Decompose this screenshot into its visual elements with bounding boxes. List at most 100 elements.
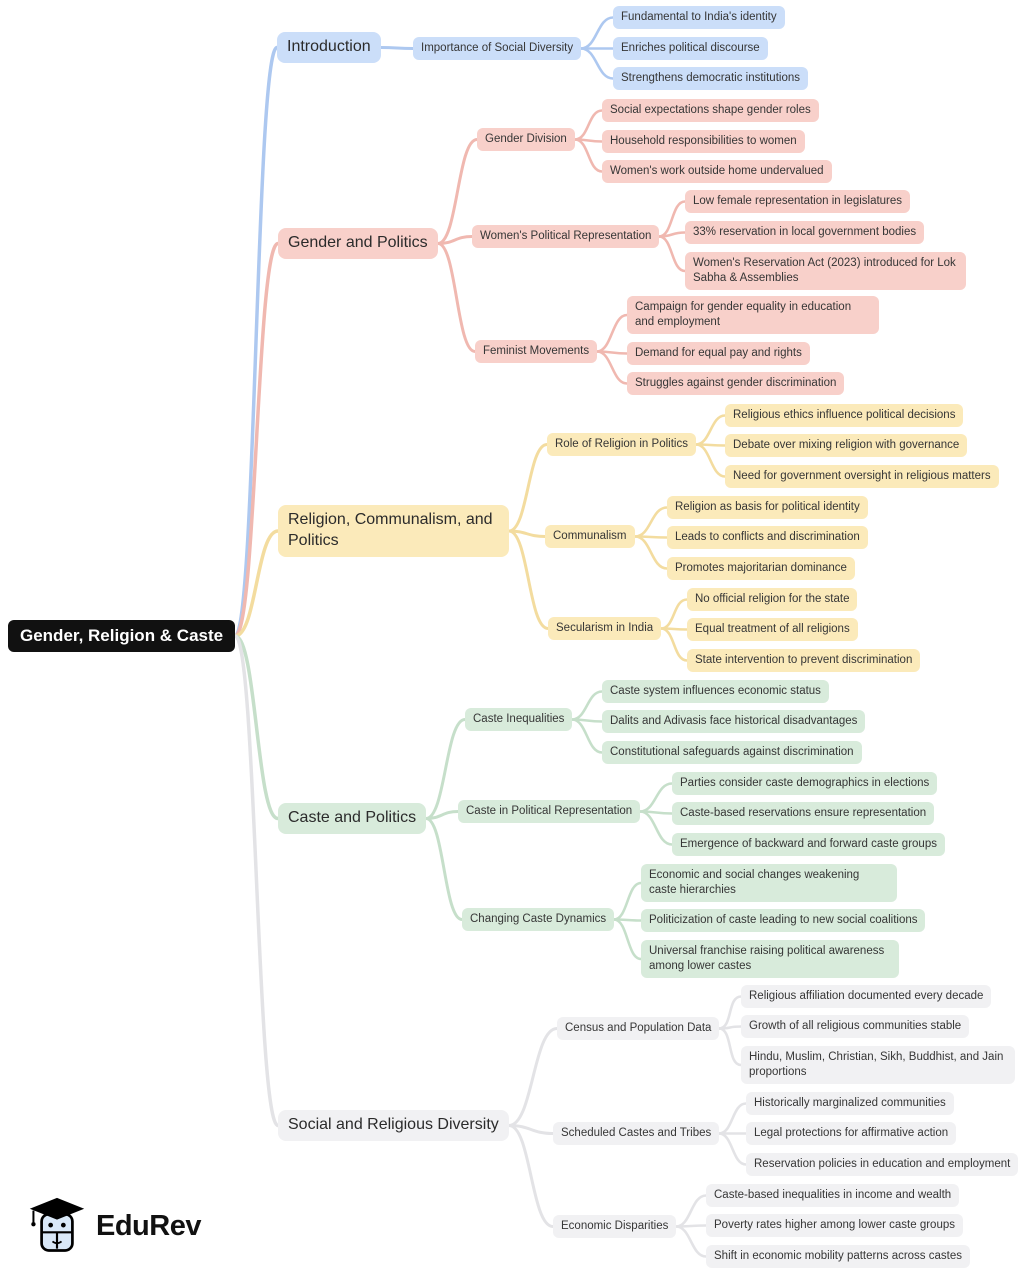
connector-line xyxy=(436,138,479,245)
connector-line xyxy=(379,46,415,50)
leaf-node: Fundamental to India's identity xyxy=(613,6,785,29)
leaf-node: Parties consider caste demographics in e… xyxy=(672,772,938,795)
edurev-logo-text: EduRev xyxy=(96,1209,201,1242)
leaf-node: Leads to conflicts and discrimination xyxy=(667,526,868,549)
leaf-node: Enriches political discourse xyxy=(613,37,768,60)
topic-node: Economic Disparities xyxy=(553,1215,677,1238)
connector-line xyxy=(507,1124,555,1228)
leaf-node: Economic and social changes weakening ca… xyxy=(641,864,897,902)
connector-line xyxy=(570,718,604,754)
leaf-node: Legal protections for affirmative action xyxy=(746,1122,957,1145)
connector-line xyxy=(233,45,279,638)
leaf-node: Need for government oversight in religio… xyxy=(725,465,999,488)
leaf-node: Religious ethics influence political dec… xyxy=(725,404,964,427)
leaf-node: Caste-based inequalities in income and w… xyxy=(706,1184,960,1207)
connector-line xyxy=(579,16,615,50)
connector-line xyxy=(595,350,629,385)
connector-line xyxy=(573,138,604,173)
leaf-node: Shift in economic mobility patterns acro… xyxy=(706,1245,970,1268)
leaf-node: Social expectations shape gender roles xyxy=(602,99,819,122)
leaf-node: Emergence of backward and forward caste … xyxy=(672,833,945,856)
topic-node: Feminist Movements xyxy=(475,340,598,363)
connector-line xyxy=(612,881,643,921)
topic-node: Role of Religion in Politics xyxy=(547,433,696,456)
leaf-node: No official religion for the state xyxy=(687,588,858,611)
connector-line xyxy=(436,235,474,245)
connector-line xyxy=(507,529,550,630)
branch-node: Social and Religious Diversity xyxy=(278,1110,509,1141)
leaf-node: Poverty rates higher among lower caste g… xyxy=(706,1214,963,1237)
leaf-node: Women's Reservation Act (2023) introduce… xyxy=(685,252,966,290)
leaf-node: Dalits and Adivasis face historical disa… xyxy=(602,710,866,733)
connector-line xyxy=(694,414,727,446)
leaf-node: Universal franchise raising political aw… xyxy=(641,940,899,978)
leaf-node: Historically marginalized communities xyxy=(746,1092,954,1115)
leaf-node: Campaign for gender equality in educatio… xyxy=(627,296,879,334)
connector-line xyxy=(657,200,687,238)
topic-node: Secularism in India xyxy=(548,617,662,640)
leaf-node: Religion as basis for political identity xyxy=(667,496,868,519)
topic-node: Women's Political Representation xyxy=(472,225,660,248)
topic-node: Gender Division xyxy=(477,128,575,151)
connector-line xyxy=(638,782,674,813)
branch-node: Introduction xyxy=(277,32,381,63)
leaf-node: Constitutional safeguards against discri… xyxy=(602,741,862,764)
connector-line xyxy=(633,535,669,570)
branch-node: Religion, Communalism, and Politics xyxy=(278,505,509,557)
connector-line xyxy=(436,242,477,353)
connector-line xyxy=(507,1027,559,1127)
connector-line xyxy=(424,817,464,921)
connector-line xyxy=(570,690,604,721)
leaf-node: Debate over mixing religion with governa… xyxy=(725,434,968,457)
connector-line xyxy=(633,506,669,538)
topic-node: Census and Population Data xyxy=(557,1017,720,1040)
connector-line xyxy=(233,634,280,821)
connector-line xyxy=(233,241,280,638)
leaf-node: Equal treatment of all religions xyxy=(687,618,858,641)
leaf-node: Reservation policies in education and em… xyxy=(746,1153,1019,1176)
connector-line xyxy=(659,627,689,662)
connector-line xyxy=(674,1194,708,1228)
connector-line xyxy=(507,443,549,533)
branch-node: Caste and Politics xyxy=(278,803,427,834)
connector-line xyxy=(233,634,280,1128)
connector-line xyxy=(612,918,643,961)
leaf-node: Caste system influences economic status xyxy=(602,680,829,703)
leaf-node: Low female representation in legislature… xyxy=(685,190,911,213)
topic-node: Communalism xyxy=(545,525,635,548)
leaf-node: Caste-based reservations ensure represen… xyxy=(672,802,935,825)
connector-line xyxy=(638,810,674,846)
leaf-node: Growth of all religious communities stab… xyxy=(741,1015,970,1038)
leaf-node: Religious affiliation documented every d… xyxy=(741,985,992,1008)
connector-line xyxy=(717,1132,748,1166)
branch-node: Gender and Politics xyxy=(278,228,438,259)
connector-line xyxy=(424,718,467,820)
connector-line xyxy=(573,109,604,141)
leaf-node: Promotes majoritarian dominance xyxy=(667,557,855,580)
leaf-node: State intervention to prevent discrimina… xyxy=(687,649,921,672)
connector-line xyxy=(659,598,689,630)
edurev-logo: EduRev xyxy=(28,1196,201,1256)
connector-line xyxy=(674,1225,708,1258)
connector-line xyxy=(657,235,687,273)
topic-node: Caste Inequalities xyxy=(465,708,573,731)
connector-line xyxy=(717,995,743,1030)
connector-line xyxy=(595,313,629,353)
leaf-node: Struggles against gender discrimination xyxy=(627,372,845,395)
leaf-node: Politicization of caste leading to new s… xyxy=(641,909,926,932)
leaf-node: Demand for equal pay and rights xyxy=(627,342,810,365)
edurev-logo-icon xyxy=(29,1197,85,1252)
topic-node: Changing Caste Dynamics xyxy=(462,908,615,931)
leaf-node: Women's work outside home undervalued xyxy=(602,160,832,183)
root-node: Gender, Religion & Caste xyxy=(8,620,236,653)
topic-node: Scheduled Castes and Tribes xyxy=(553,1122,720,1145)
leaf-node: 33% reservation in local government bodi… xyxy=(685,221,925,244)
connector-line xyxy=(717,1027,743,1067)
connector-line xyxy=(233,529,280,638)
leaf-node: Household responsibilities to women xyxy=(602,130,805,153)
topic-node: Importance of Social Diversity xyxy=(413,37,582,60)
connector-line xyxy=(694,443,727,478)
topic-node: Caste in Political Representation xyxy=(458,800,641,823)
